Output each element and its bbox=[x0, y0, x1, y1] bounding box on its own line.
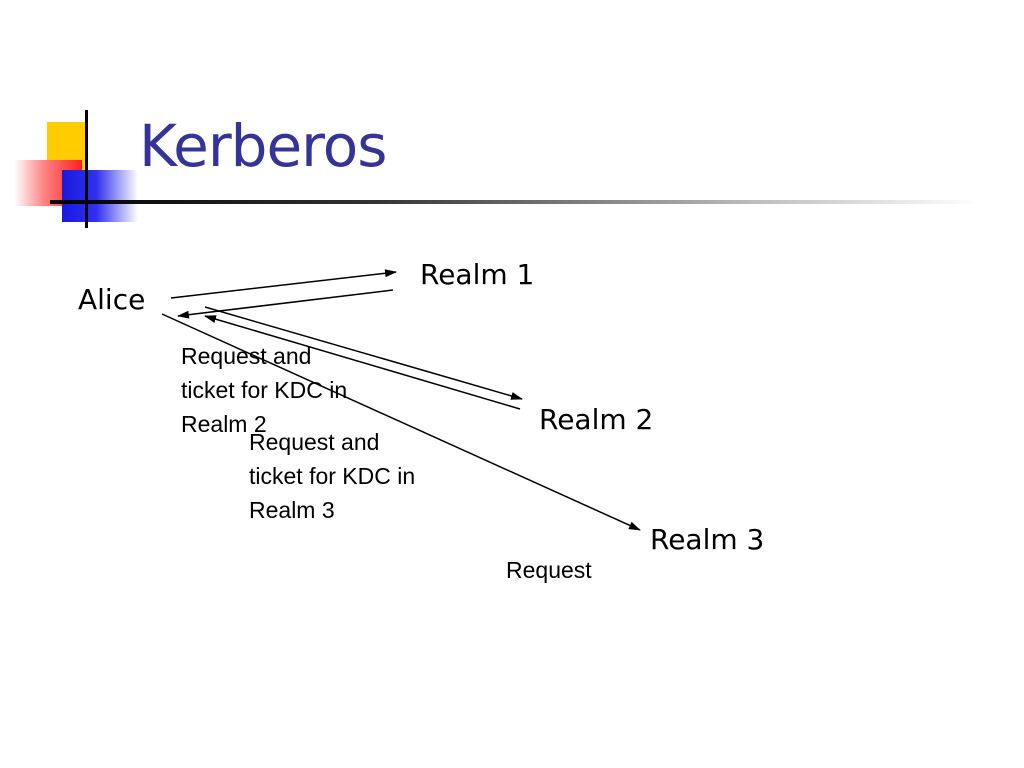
label-realm3-line3: Realm 3 bbox=[249, 497, 335, 523]
arrow-alice-to-realm3 bbox=[161, 313, 641, 531]
decor-vertical-line bbox=[85, 110, 88, 228]
node-alice: Alice bbox=[78, 283, 146, 316]
node-realm1: Realm 1 bbox=[420, 258, 535, 291]
arrow-alice-to-realm1 bbox=[170, 269, 397, 299]
arrow-alice-to-realm2 bbox=[204, 306, 523, 400]
label-realm2-line2: ticket for KDC in bbox=[181, 377, 348, 403]
label-realm3-line1: Request and bbox=[249, 429, 380, 455]
node-realm2: Realm 2 bbox=[539, 403, 654, 436]
arrow-realm1-to-alice bbox=[177, 289, 394, 319]
title-underline bbox=[50, 200, 980, 204]
label-realm2-line3: Realm 2 bbox=[181, 411, 267, 437]
label-realm3-line2: ticket for KDC in bbox=[249, 463, 416, 489]
slide-title: Kerberos bbox=[139, 112, 387, 180]
node-realm3: Realm 3 bbox=[650, 523, 765, 556]
label-final-request: Request bbox=[506, 557, 592, 583]
decor-blue-gradient bbox=[62, 170, 138, 222]
label-realm2-line1: Request and bbox=[181, 343, 312, 369]
arrow-realm2-to-alice bbox=[204, 315, 521, 410]
